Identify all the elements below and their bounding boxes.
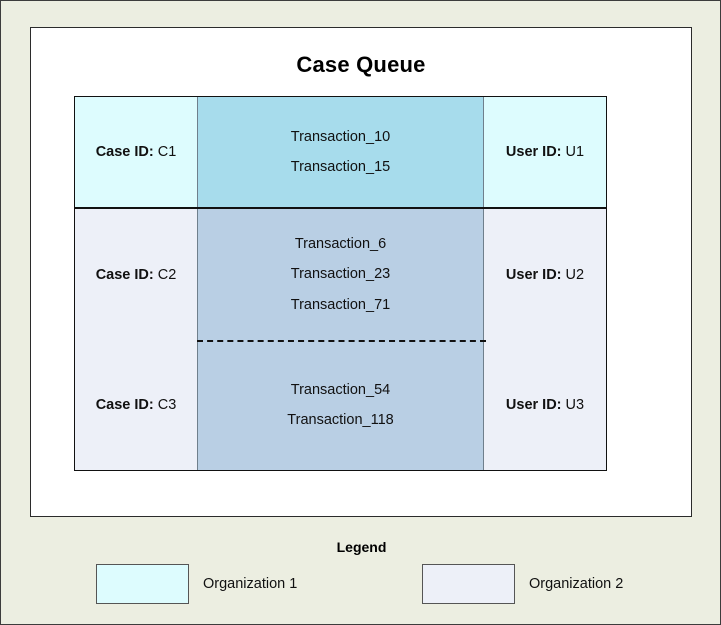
user-id-cell: User ID: U1: [484, 97, 606, 207]
legend-item: Organization 1: [96, 564, 297, 604]
case-id-cell: Case ID: C2: [75, 209, 197, 340]
user-id-value: U2: [565, 266, 585, 283]
page-title: Case Queue: [296, 52, 426, 77]
transaction-list-cell: Transaction_54 Transaction_118: [197, 340, 484, 470]
legend-swatch-organization-2: [422, 564, 515, 604]
transaction-list-cell: Transaction_10 Transaction_15: [197, 97, 484, 207]
case-separator-dashed-line: [197, 340, 486, 342]
table-row[interactable]: Case ID: C1 Transaction_10 Transaction_1…: [75, 97, 606, 209]
legend: Legend Organization 1 Organization 2: [1, 539, 721, 606]
user-id-label: User ID:: [505, 144, 562, 160]
table-row[interactable]: Case ID: C2 Transaction_6 Transaction_23…: [75, 209, 606, 340]
transaction-item: Transaction_71: [290, 296, 391, 313]
transaction-item: Transaction_118: [287, 412, 394, 428]
user-id-label: User ID:: [505, 397, 562, 413]
user-id-cell: User ID: U2: [484, 209, 606, 340]
case-id-value: C3: [157, 397, 177, 413]
case-id-label: Case ID:: [95, 266, 154, 283]
legend-label: Organization 1: [203, 576, 298, 592]
case-queue-panel: Case Queue Case ID: C1 Transaction_10 Tr…: [30, 27, 692, 517]
user-id-value: U1: [565, 144, 585, 160]
user-id-label: User ID:: [505, 266, 562, 283]
legend-label: Organization 2: [529, 576, 624, 592]
case-id-cell: Case ID: C1: [75, 97, 197, 207]
legend-title: Legend: [336, 539, 387, 555]
case-id-value: C2: [157, 266, 177, 283]
case-id-cell: Case ID: C3: [75, 340, 197, 470]
case-id-label: Case ID:: [95, 144, 154, 160]
case-id-label: Case ID:: [95, 397, 154, 413]
table-row[interactable]: Case ID: C3 Transaction_54 Transaction_1…: [75, 340, 606, 470]
transaction-item: Transaction_15: [290, 159, 391, 175]
legend-swatch-organization-1: [96, 564, 189, 604]
transaction-item: Transaction_23: [290, 266, 391, 283]
case-queue-table: Case ID: C1 Transaction_10 Transaction_1…: [74, 96, 607, 471]
transaction-item: Transaction_10: [290, 128, 391, 145]
transaction-item: Transaction_6: [294, 235, 387, 252]
legend-item: Organization 2: [422, 564, 623, 604]
case-id-value: C1: [157, 144, 177, 160]
user-id-value: U3: [565, 397, 585, 413]
transaction-item: Transaction_54: [290, 381, 391, 398]
table-row-group: Case ID: C2 Transaction_6 Transaction_23…: [75, 209, 606, 470]
user-id-cell: User ID: U3: [484, 340, 606, 470]
transaction-list-cell: Transaction_6 Transaction_23 Transaction…: [197, 209, 484, 340]
